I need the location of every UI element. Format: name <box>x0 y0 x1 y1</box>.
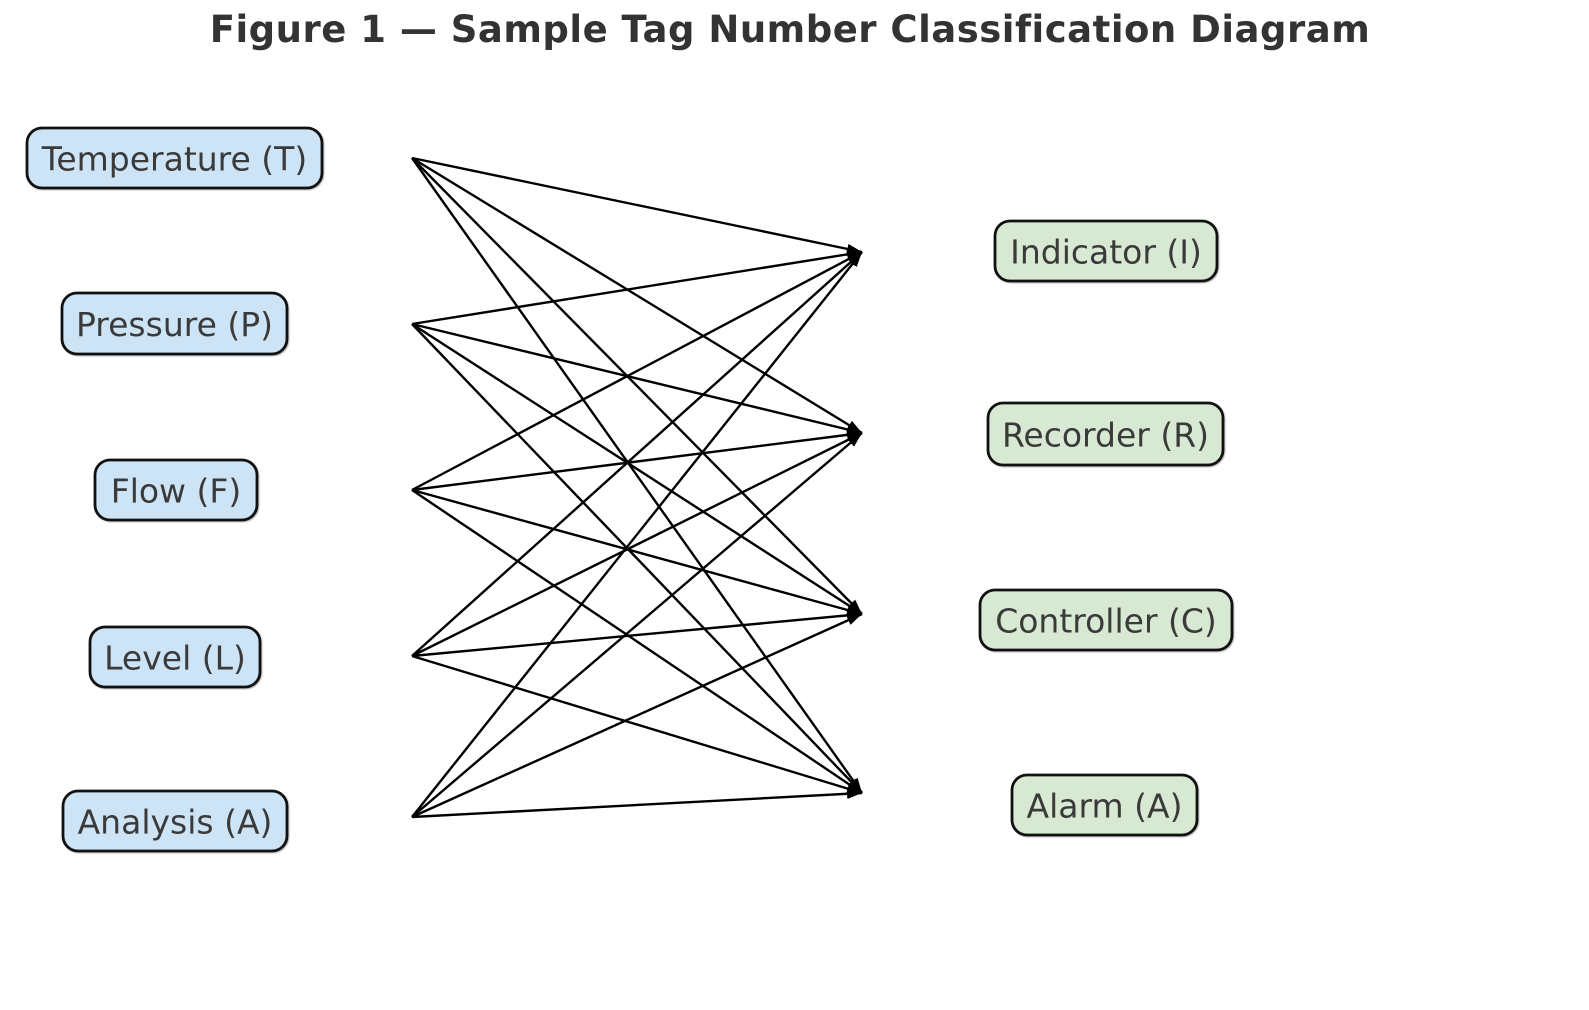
node-label: Indicator (I) <box>1010 233 1202 272</box>
node-box <box>61 789 289 853</box>
node-label: Level (L) <box>104 639 246 678</box>
node-box <box>978 588 1234 652</box>
edge-level-controller <box>411 610 863 658</box>
edge-pressure-alarm <box>411 323 863 794</box>
edge-level-indicator <box>411 251 863 657</box>
node-box <box>986 401 1225 467</box>
node-box <box>93 458 259 522</box>
edge-pressure-recorder <box>411 322 863 435</box>
node-label: Alarm (A) <box>1027 787 1183 826</box>
edge-temperature-recorder <box>411 156 863 435</box>
right-node-recorder: Recorder (R) <box>986 401 1225 467</box>
edge-flow-indicator <box>411 250 863 492</box>
right-node-controller: Controller (C) <box>978 588 1234 652</box>
node-box <box>60 291 289 356</box>
left-node-temperature: Temperature (T) <box>25 126 324 190</box>
node-box <box>25 126 324 190</box>
right-node-indicator: Indicator (I) <box>993 219 1219 283</box>
left-node-flow: Flow (F) <box>93 458 259 522</box>
edge-pressure-controller <box>411 322 863 616</box>
edge-temperature-indicator <box>411 156 863 255</box>
edge-analysis-indicator <box>411 251 863 818</box>
node-box <box>993 219 1219 283</box>
node-label: Controller (C) <box>995 602 1217 641</box>
figure-title: Figure 1 — Sample Tag Number Classificat… <box>209 8 1371 51</box>
node-label: Temperature (T) <box>41 140 307 179</box>
right-node-alarm: Alarm (A) <box>1010 773 1199 837</box>
edge-level-recorder <box>411 431 863 658</box>
edge-analysis-controller <box>411 612 863 819</box>
edge-flow-alarm <box>411 489 863 794</box>
edge-temperature-controller <box>411 157 863 615</box>
edge-level-alarm <box>411 654 863 795</box>
edge-analysis-alarm <box>411 788 863 819</box>
left-node-level: Level (L) <box>88 625 262 689</box>
left-node-pressure: Pressure (P) <box>60 291 289 356</box>
edge-temperature-alarm <box>411 157 863 794</box>
edge-flow-controller <box>411 488 863 616</box>
edge-analysis-recorder <box>411 432 863 818</box>
node-label: Flow (F) <box>111 472 242 511</box>
node-label: Analysis (A) <box>78 803 273 842</box>
node-box <box>88 625 262 689</box>
left-node-analysis: Analysis (A) <box>61 789 289 853</box>
edge-pressure-indicator <box>411 249 863 326</box>
node-label: Recorder (R) <box>1002 416 1209 455</box>
edge-flow-recorder <box>411 429 863 492</box>
node-label: Pressure (P) <box>76 305 273 344</box>
node-box <box>1010 773 1199 837</box>
